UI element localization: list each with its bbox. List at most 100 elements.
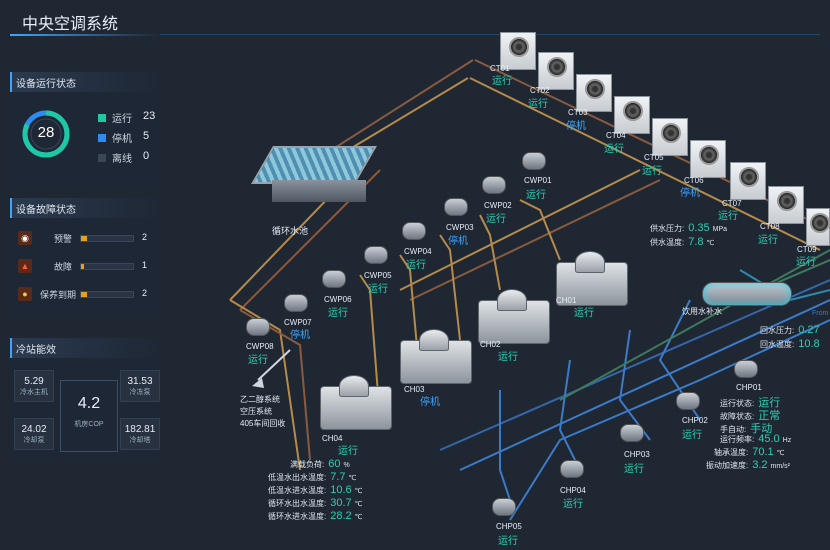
- status-total: 28: [37, 124, 55, 141]
- cooling-tower-ct07[interactable]: [730, 162, 766, 200]
- cooling-tower-ct08[interactable]: [768, 186, 804, 224]
- fault-count-fault: 1: [142, 260, 148, 270]
- fault-count-maintenance: 2: [142, 288, 148, 298]
- cooling-tower-ct04[interactable]: [614, 96, 650, 134]
- pump-chp03[interactable]: [620, 424, 644, 442]
- glycol-line2: 空压系统: [240, 407, 272, 416]
- chp01-mode: 手自动:手动: [720, 420, 772, 436]
- pump-chp05[interactable]: [492, 498, 516, 516]
- legend-value-running: 23: [143, 110, 156, 122]
- kv-value: 28.2: [330, 510, 352, 522]
- fault-row-fault[interactable]: ▲ 故障: [18, 259, 72, 273]
- tower-name: CT04: [606, 131, 626, 140]
- device-status-panel: 设备运行状态: [10, 72, 160, 187]
- chiller-name: CH04: [322, 434, 343, 443]
- pump-cwp06[interactable]: [322, 270, 346, 288]
- pump-cwp01[interactable]: [522, 152, 546, 170]
- energy-cell-chw-pump[interactable]: 31.53 冷冻泵: [120, 370, 160, 402]
- chiller-name: CH03: [404, 385, 425, 394]
- pump-chp01[interactable]: [734, 360, 758, 378]
- pump-state: 运行: [682, 430, 702, 441]
- pump-cwp02[interactable]: [482, 176, 506, 194]
- energy-cell-cw-pump[interactable]: 24.02 冷却泵: [14, 418, 54, 450]
- glycol-line3: 405车间回收: [240, 419, 286, 428]
- chiller-ch03[interactable]: [400, 329, 472, 384]
- energy-label: 冷水主机: [20, 389, 48, 396]
- kv-label: 振动加速度:: [706, 461, 749, 470]
- legend-label: 停机: [112, 134, 132, 145]
- pump-state: 停机: [290, 330, 310, 341]
- kv-value: 60: [328, 458, 341, 470]
- kv-unit: ℃: [776, 450, 785, 457]
- panel-header: 设备故障状态: [10, 198, 160, 218]
- pump-state: 运行: [624, 464, 644, 475]
- pump-chp04[interactable]: [560, 460, 584, 478]
- cooling-tower-ct05[interactable]: [652, 118, 688, 156]
- fault-count-warning: 2: [142, 232, 148, 242]
- tower-name: CT07: [722, 199, 742, 208]
- chiller-compressor: [497, 289, 527, 311]
- tower-state: 运行: [718, 211, 738, 222]
- pool-water: [251, 146, 377, 184]
- pump-name: CWP08: [246, 342, 274, 351]
- kv-label: 循环水进水温度:: [268, 512, 327, 521]
- tower-name: CT09: [797, 245, 817, 254]
- cooling-tower-ct06[interactable]: [690, 140, 726, 178]
- fault-row-warning[interactable]: ◉ 预警: [18, 231, 72, 245]
- title-underline: [10, 34, 160, 36]
- pump-cwp03[interactable]: [444, 198, 468, 216]
- kv-value: 0.27: [798, 324, 820, 336]
- fault-label: 预警: [54, 233, 73, 244]
- kv-value: 7.8: [688, 236, 704, 248]
- kv-label: 循环水出水温度:: [268, 499, 327, 508]
- circulation-pool[interactable]: [251, 146, 377, 206]
- kv-unit: %: [343, 462, 350, 469]
- fault-bar-fill: [81, 292, 88, 297]
- chp01-run-state: 运行状态:运行: [720, 394, 780, 410]
- kv-unit: ℃: [354, 514, 363, 521]
- cooling-tower-ct02[interactable]: [538, 52, 574, 90]
- cop-box[interactable]: 4.2 机房COP: [60, 380, 118, 452]
- chiller-name: CH01: [556, 296, 577, 305]
- supply-temp: 供水温度:7.8℃: [650, 236, 714, 248]
- chiller-compressor: [419, 329, 449, 351]
- tower-name: CT02: [530, 86, 550, 95]
- alarm-icon: ◉: [18, 231, 32, 245]
- chiller-ch02[interactable]: [478, 289, 550, 344]
- kv-unit: mm/s²: [770, 463, 790, 470]
- tower-state: 运行: [528, 99, 548, 110]
- tower-state: 运行: [642, 166, 662, 177]
- pump-cwp05[interactable]: [364, 246, 388, 264]
- chp01-bearing-temp: 轴承温度:70.1℃: [714, 446, 785, 458]
- status-donut: [22, 110, 70, 158]
- energy-cell-chiller[interactable]: 5.29 冷水主机: [14, 370, 54, 402]
- energy-label: 冷冻泵: [129, 389, 151, 396]
- pump-cwp04[interactable]: [402, 222, 426, 240]
- pump-chp02[interactable]: [676, 392, 700, 410]
- fault-row-maintenance[interactable]: ● 保养到期: [18, 287, 76, 301]
- kv-unit: ℃: [354, 488, 363, 495]
- pump-state: 运行: [563, 499, 583, 510]
- cooling-tower-ct03[interactable]: [576, 74, 612, 112]
- energy-value: 24.02: [21, 424, 47, 435]
- cooling-tower-ct01[interactable]: [500, 32, 536, 70]
- ch04-load: 满载负荷:60%: [290, 458, 350, 470]
- pump-state: 运行: [328, 308, 348, 319]
- legend-swatch-offline: [98, 153, 106, 162]
- kv-label: 故障状态:: [720, 412, 755, 421]
- pool-label: 循环水池: [272, 226, 309, 236]
- pump-state: 运行: [368, 284, 388, 295]
- drinking-water-tank[interactable]: [702, 282, 792, 306]
- panel-header: 冷站能效: [10, 338, 160, 358]
- pump-cwp07[interactable]: [284, 294, 308, 312]
- energy-label: 冷却泵: [23, 437, 45, 444]
- pump-state: 运行: [486, 214, 506, 225]
- energy-cell-tower[interactable]: 182.81 冷却塔: [120, 418, 160, 450]
- pump-cwp08[interactable]: [246, 318, 270, 336]
- chiller-ch04[interactable]: [320, 375, 392, 430]
- cooling-tower-ct09[interactable]: [806, 208, 830, 246]
- chiller-ch01[interactable]: [556, 251, 628, 306]
- pump-name: CWP01: [524, 176, 552, 185]
- kv-value: 10.8: [798, 338, 820, 350]
